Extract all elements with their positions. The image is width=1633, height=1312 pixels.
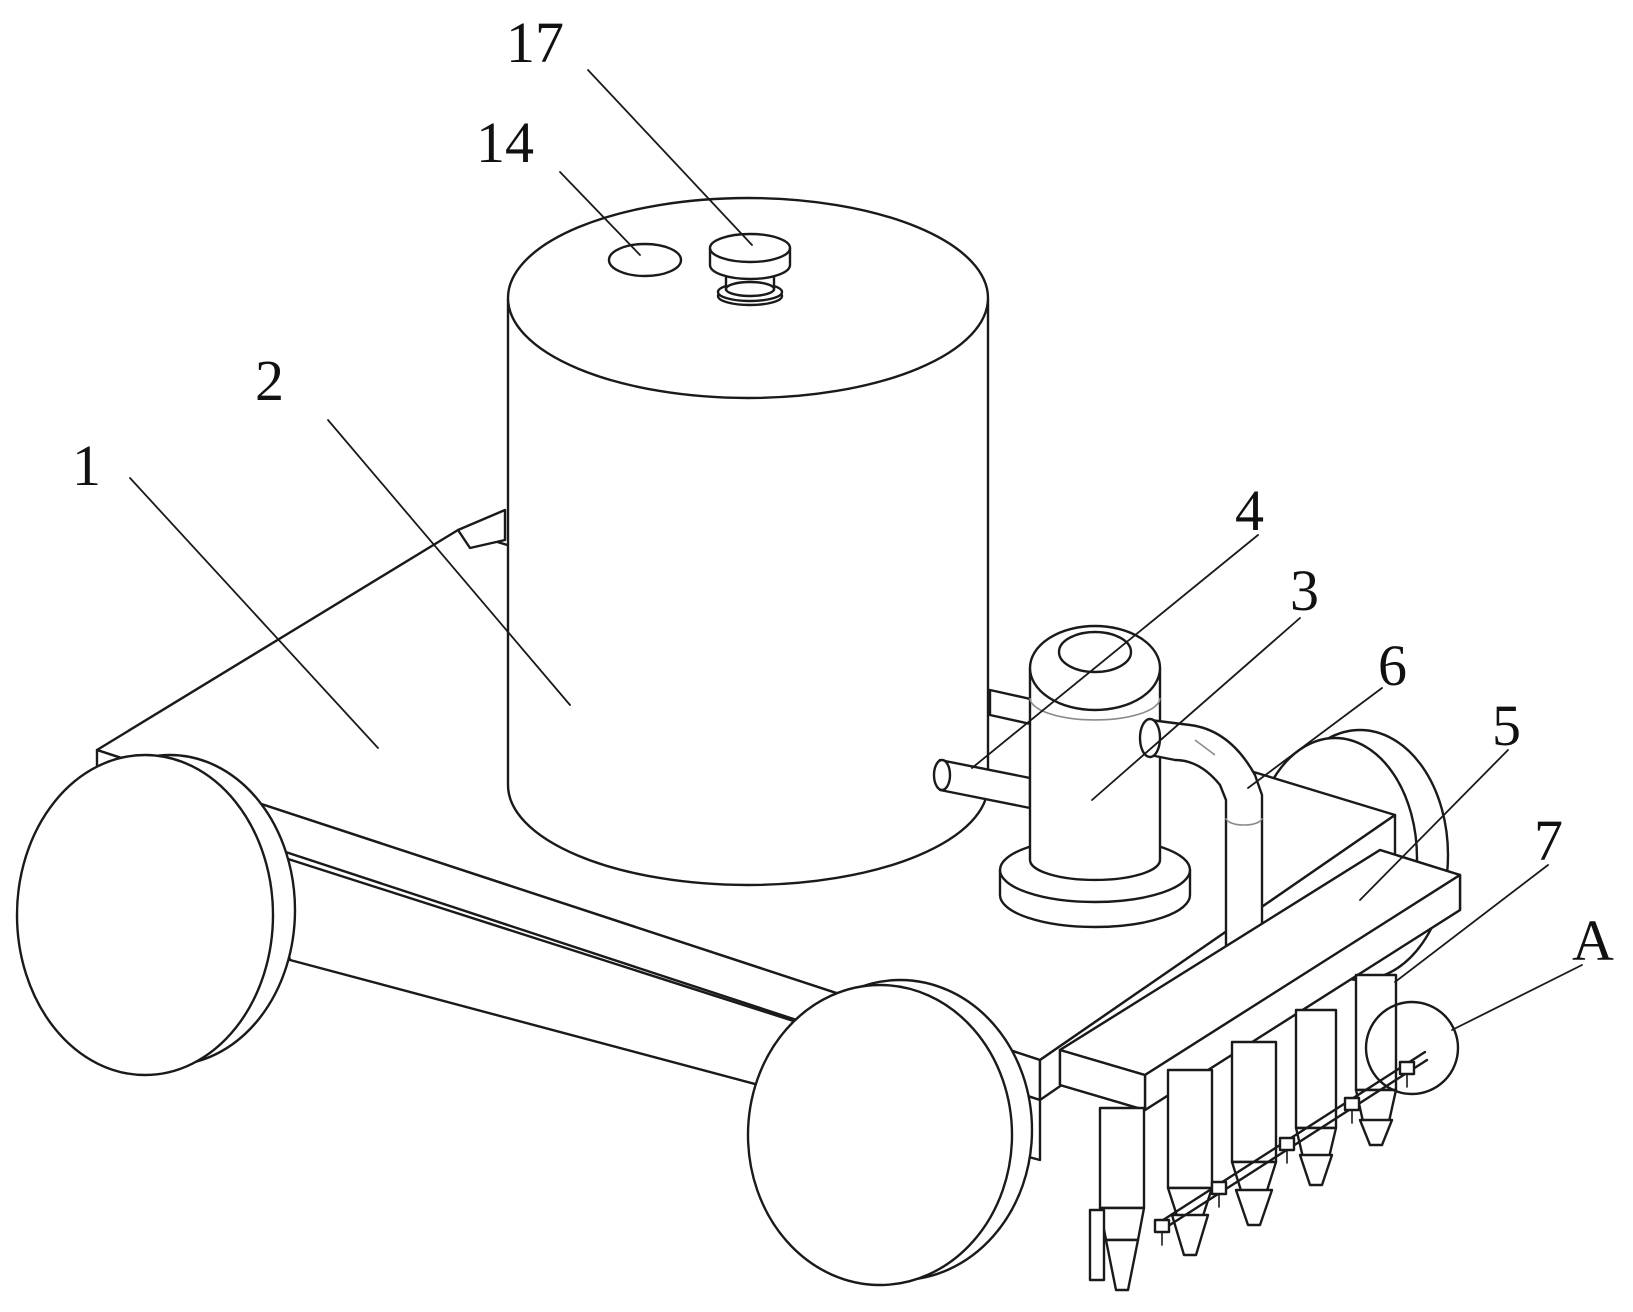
callout-5: 5	[1492, 693, 1521, 758]
leader-a	[1451, 964, 1583, 1031]
callout-labels: 1 2 14 17 4 3 6 5 7 A	[72, 10, 1614, 973]
callout-17: 17	[506, 10, 564, 75]
leader-lines	[129, 69, 1583, 1031]
tank-cap	[708, 232, 792, 307]
leader-3	[1091, 617, 1301, 801]
callout-a: A	[1572, 908, 1614, 973]
leader-4	[971, 534, 1259, 769]
leader-14	[559, 171, 641, 256]
leader-17	[587, 69, 753, 246]
leader-5	[1359, 749, 1509, 901]
spray-nozzle	[1354, 973, 1398, 1147]
pump-body	[1028, 624, 1162, 882]
callout-1: 1	[72, 433, 101, 498]
callout-4: 4	[1235, 478, 1264, 543]
spray-nozzle	[1294, 1008, 1338, 1187]
spray-manifold	[1058, 848, 1462, 1112]
front-right-wheel	[746, 978, 1034, 1287]
spray-nozzle	[1166, 1068, 1214, 1257]
callout-14: 14	[476, 110, 534, 175]
leader-7	[1394, 864, 1549, 983]
spray-nozzle	[1230, 1040, 1278, 1227]
callout-7: 7	[1534, 808, 1563, 873]
callout-3: 3	[1290, 558, 1319, 623]
spray-nozzle-group	[1088, 973, 1398, 1292]
detail-circle-a	[1364, 1000, 1460, 1096]
front-left-wheel	[15, 753, 297, 1077]
leader-6	[1247, 687, 1383, 789]
callout-2: 2	[255, 348, 284, 413]
leader-1	[129, 477, 379, 749]
spray-nozzle	[1088, 1106, 1146, 1292]
callout-6: 6	[1378, 633, 1407, 698]
tank-opening	[607, 242, 683, 278]
leader-2	[327, 419, 571, 706]
